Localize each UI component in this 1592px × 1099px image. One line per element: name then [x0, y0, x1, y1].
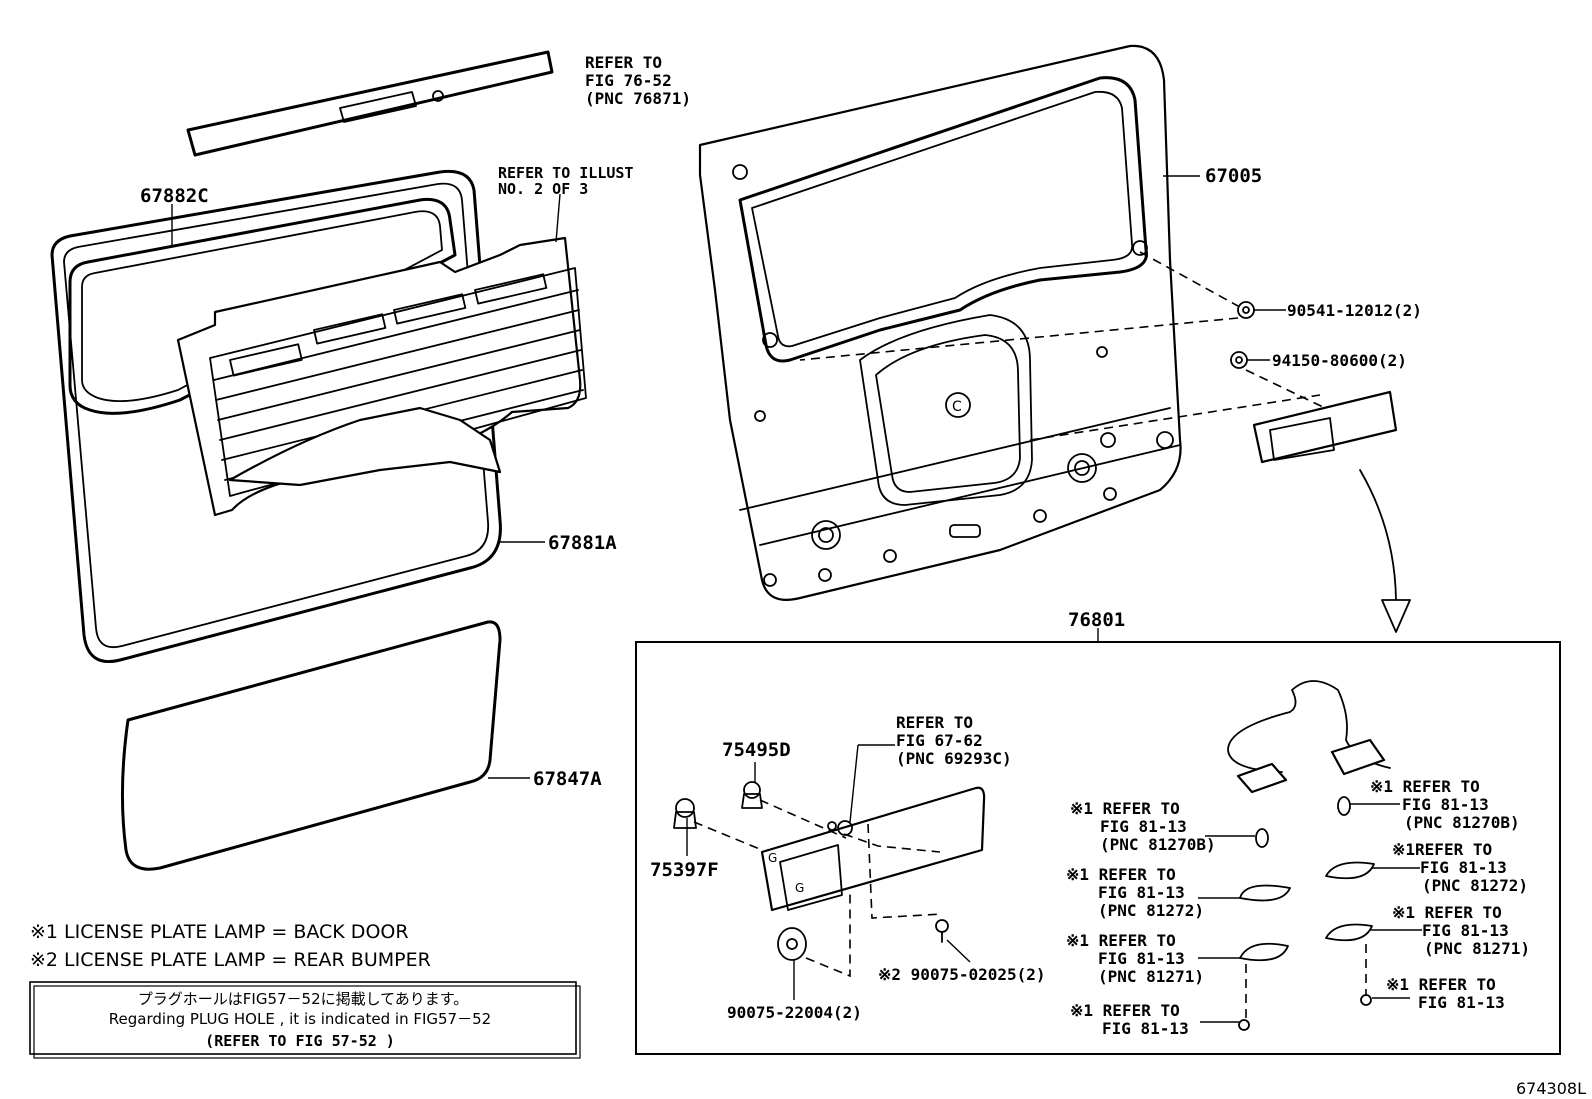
arrow-down-icon [1359, 469, 1411, 633]
svg-text:※1 LICENSE PLATE LAMP = BACK: ※1 LICENSE PLATE LAMP = BACK DOOR [30, 921, 409, 943]
screw-90075-02025 [935, 919, 949, 943]
svg-text:FIG 81-13: FIG 81-13 [1402, 795, 1489, 814]
bulb-right [1337, 796, 1351, 816]
svg-text:(PNC 81270B): (PNC 81270B) [1100, 835, 1216, 854]
back-door-glass [176, 236, 587, 517]
svg-text:G: G [795, 881, 804, 895]
bulb-left [1255, 828, 1269, 848]
svg-text:NO. 2 OF 3: NO. 2 OF 3 [498, 180, 588, 198]
svg-text:※1REFER TO: ※1REFER TO [1392, 840, 1492, 859]
svg-text:FIG 76-52: FIG 76-52 [585, 71, 672, 90]
svg-text:(PNC 69293C): (PNC 69293C) [896, 749, 1012, 768]
cushion-94150 [1230, 351, 1248, 369]
svg-text:※1 REFER TO: ※1 REFER TO [1066, 931, 1176, 950]
svg-text:FIG 67-62: FIG 67-62 [896, 731, 983, 750]
svg-text:※1 REFER TO: ※1 REFER TO [1392, 903, 1502, 922]
svg-text:G: G [768, 851, 777, 865]
svg-text:※1 REFER TO: ※1 REFER TO [1070, 799, 1180, 818]
lens-left-81272 [1239, 884, 1291, 902]
callout-left-81272: ※1 REFER TO FIG 81-13 (PNC 81272) [1066, 865, 1204, 920]
trim-board-67847A [120, 620, 502, 871]
screw-right [1360, 994, 1372, 1006]
legend: ※1 LICENSE PLATE LAMP = BACK DOOR ※2 LIC… [30, 921, 431, 971]
part-76801: 76801 [1068, 609, 1125, 631]
callout-left-81-13: ※1 REFER TO FIG 81-13 [1070, 1001, 1189, 1038]
callout-right-81270B: ※1 REFER TO FIG 81-13 (PNC 81270B) [1370, 777, 1520, 832]
svg-text:※1 REFER TO: ※1 REFER TO [1066, 865, 1176, 884]
callout-refer-76-52: REFER TO FIG 76-52 (PNC 76871) [585, 53, 691, 108]
svg-text:REFER TO: REFER TO [585, 53, 662, 72]
callout-left-81271: ※1 REFER TO FIG 81-13 (PNC 81271) [1066, 931, 1204, 986]
callout-refer-illust: REFER TO ILLUST NO. 2 OF 3 [498, 164, 633, 198]
svg-text:Regarding PLUG HOLE , it is: Regarding PLUG HOLE , it is indicated in… [109, 1010, 491, 1028]
lens-right-81271 [1325, 923, 1373, 942]
svg-text:FIG 81-13: FIG 81-13 [1098, 949, 1185, 968]
part-90075-22004: 90075-22004(2) [727, 1003, 862, 1022]
clip-75397F [673, 798, 697, 829]
part-67882C: 67882C [140, 185, 209, 207]
svg-text:(PNC 81272): (PNC 81272) [1098, 901, 1204, 920]
svg-text:FIG 81-13: FIG 81-13 [1100, 817, 1187, 836]
lens-left-81271 [1239, 942, 1289, 962]
svg-text:FIG 81-13: FIG 81-13 [1420, 858, 1507, 877]
svg-text:(PNC 81271): (PNC 81271) [1424, 939, 1530, 958]
svg-text:(PNC 81270B): (PNC 81270B) [1404, 813, 1520, 832]
weatherstrip-67881A [50, 169, 502, 663]
svg-text:C: C [952, 399, 962, 415]
svg-text:※1 REFER TO: ※1 REFER TO [1370, 777, 1480, 796]
part-94150: 94150-80600(2) [1272, 351, 1407, 370]
part-90075-02025: ※2 90075-02025(2) [878, 965, 1046, 984]
svg-text:FIG 81-13: FIG 81-13 [1418, 993, 1505, 1012]
part-90541: 90541-12012(2) [1287, 301, 1422, 320]
part-67005: 67005 [1205, 165, 1262, 187]
license-lamp-harness [1227, 680, 1391, 794]
svg-text:(PNC 81271): (PNC 81271) [1098, 967, 1204, 986]
part-67847A: 67847A [533, 768, 602, 790]
spoiler-strip [186, 50, 554, 157]
screw-left [1238, 1019, 1250, 1031]
svg-text:(PNC 76871): (PNC 76871) [585, 89, 691, 108]
plug-hole-note: プラグホールはFIG57－52に掲載してあります。 Regarding PLUG… [29, 981, 581, 1059]
garnish-small [1252, 390, 1398, 464]
part-75397F: 75397F [650, 859, 719, 881]
cap-90075-22004 [777, 927, 807, 961]
callout-right-81271: ※1 REFER TO FIG 81-13 (PNC 81271) [1392, 903, 1530, 958]
lens-right-81272 [1325, 861, 1375, 880]
leader-lines [171, 175, 1422, 1023]
back-door-panel-67005: C [698, 44, 1182, 601]
diagram-id: 674308L [1516, 1079, 1586, 1098]
callout-left-81270B: ※1 REFER TO FIG 81-13 (PNC 81270B) [1070, 799, 1216, 854]
callout-right-81-13: ※1 REFER TO FIG 81-13 [1386, 975, 1505, 1012]
svg-text:FIG 81-13: FIG 81-13 [1098, 883, 1185, 902]
part-67881A: 67881A [548, 532, 617, 554]
svg-text:プラグホールはFIG57－52に掲載してあります。: プラグホールはFIG57－52に掲載してあります。 [138, 990, 468, 1008]
svg-text:(REFER TO FIG 57-52 ): (REFER TO FIG 57-52 ) [205, 1032, 395, 1050]
svg-text:※1 REFER TO: ※1 REFER TO [1070, 1001, 1180, 1020]
svg-text:FIG 81-13: FIG 81-13 [1422, 921, 1509, 940]
weatherstrip-67882C [68, 197, 457, 415]
svg-text:REFER TO: REFER TO [896, 713, 973, 732]
clip-75495D [741, 781, 763, 809]
svg-text:※2 LICENSE PLATE LAMP = REAR: ※2 LICENSE PLATE LAMP = REAR BUMPER [30, 949, 431, 971]
svg-text:REFER TO ILLUST: REFER TO ILLUST [498, 164, 633, 182]
svg-text:FIG 81-13: FIG 81-13 [1102, 1019, 1189, 1038]
callout-refer-67-62: REFER TO FIG 67-62 (PNC 69293C) [896, 713, 1012, 768]
svg-text:※1 REFER TO: ※1 REFER TO [1386, 975, 1496, 994]
callout-right-81272: ※1REFER TO FIG 81-13 (PNC 81272) [1392, 840, 1528, 895]
garnish-76801: G G [760, 786, 986, 912]
svg-text:(PNC 81272): (PNC 81272) [1422, 876, 1528, 895]
part-75495D: 75495D [722, 739, 791, 761]
clip-90541 [1237, 301, 1255, 319]
